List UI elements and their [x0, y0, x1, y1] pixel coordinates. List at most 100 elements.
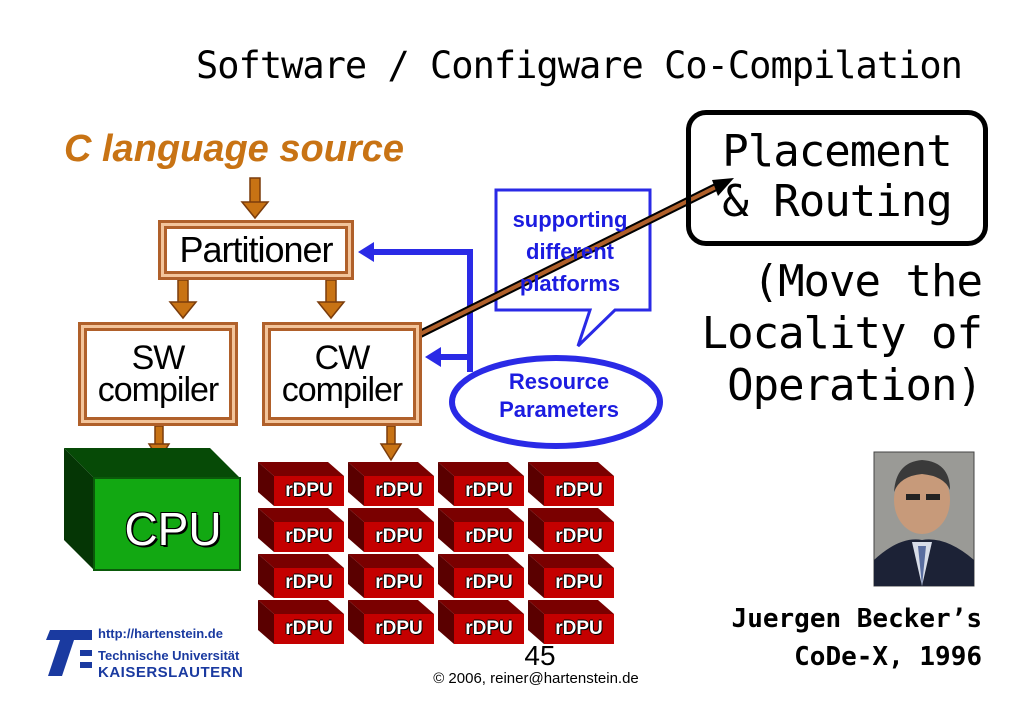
- rdpu-cell-label: rDPU: [555, 572, 603, 593]
- resource-parameters-text: Resource Parameters: [454, 368, 664, 424]
- slide-title: Software / Configware Co-Compilation: [196, 44, 963, 87]
- rdpu-cell-top: [258, 462, 344, 476]
- rdpu-cell-front: [364, 568, 434, 598]
- resource-parameters-ellipse: [449, 355, 663, 449]
- university-name-line2: KAISERSLAUTERN: [98, 664, 244, 681]
- rdpu-cell-front: [364, 522, 434, 552]
- move-locality-text: (Move the Locality of Operation): [696, 256, 983, 412]
- partitioner-box: Partitioner: [158, 220, 354, 280]
- rdpu-cell-label: rDPU: [555, 618, 603, 639]
- callout-line3: platforms: [519, 271, 621, 296]
- rdpu-cell-front: [454, 476, 524, 506]
- cw-compiler-line2: compiler: [281, 371, 403, 409]
- rdpu-cell-label: rDPU: [285, 526, 333, 547]
- attribution: Juergen Becker’s CoDe-X, 1996: [690, 600, 982, 676]
- rdpu-cell-front: [274, 476, 344, 506]
- rdpu-cell-front: [274, 522, 344, 552]
- rdpu-cell-label: rDPU: [465, 526, 513, 547]
- rdpu-cell-label: rDPU: [465, 480, 513, 501]
- partitioner-label: Partitioner: [179, 228, 333, 270]
- rdpu-cell-top: [438, 462, 524, 476]
- callout-line2: different: [526, 239, 614, 264]
- placement-routing-box: Placement & Routing: [686, 110, 988, 246]
- rdpu-cell-top: [438, 508, 524, 522]
- rdpu-cell-side: [438, 508, 454, 552]
- rdpu-cell-label: rDPU: [375, 480, 423, 501]
- university-logo-icon: [46, 630, 92, 676]
- callout-text: supporting different platforms: [496, 204, 644, 300]
- university-name-line1: Technische Universität: [98, 648, 240, 663]
- rdpu-cell-label: rDPU: [465, 572, 513, 593]
- rdpu-cell-top: [528, 462, 614, 476]
- rdpu-cell-side: [438, 600, 454, 644]
- rdpu-cell-side: [258, 600, 274, 644]
- rdpu-cell-label: rDPU: [375, 618, 423, 639]
- rdpu-cell-front: [274, 614, 344, 644]
- resource-line2: Parameters: [499, 397, 619, 422]
- move-line3: Operation): [727, 360, 983, 411]
- flow-arrows: [147, 177, 403, 462]
- placement-line2: & Routing: [722, 176, 952, 227]
- portrait-photo: [873, 451, 975, 587]
- rdpu-cell-top: [348, 554, 434, 568]
- attribution-line2: CoDe-X, 1996: [794, 642, 982, 672]
- rdpu-cell-label: rDPU: [465, 618, 513, 639]
- rdpu-cell-label: rDPU: [285, 572, 333, 593]
- rdpu-cell-top: [438, 554, 524, 568]
- placement-line1: Placement: [722, 126, 952, 177]
- rdpu-cell-side: [258, 554, 274, 598]
- rdpu-cell-side: [258, 508, 274, 552]
- rdpu-cell-side: [528, 600, 544, 644]
- rdpu-cell-side: [348, 600, 364, 644]
- cw-compiler-box: CW compiler: [262, 322, 422, 426]
- callout-line1: supporting: [512, 207, 628, 232]
- footer-url[interactable]: http://hartenstein.de: [98, 626, 223, 641]
- rdpu-cell-label: rDPU: [375, 526, 423, 547]
- cpu-block: [64, 448, 241, 571]
- rdpu-cell-front: [364, 614, 434, 644]
- rdpu-cell-side: [528, 462, 544, 506]
- rdpu-cell-front: [274, 568, 344, 598]
- rdpu-cell-side: [258, 462, 274, 506]
- rdpu-cell-front: [454, 522, 524, 552]
- resource-line1: Resource: [508, 369, 610, 394]
- rdpu-cell-label: rDPU: [375, 572, 423, 593]
- rdpu-cell-side: [348, 462, 364, 506]
- rdpu-cell-side: [438, 554, 454, 598]
- rdpu-cell-label: rDPU: [555, 480, 603, 501]
- rdpu-cell-front: [454, 568, 524, 598]
- attribution-line1: Juergen Becker’s: [731, 604, 982, 634]
- callout-bubble: [494, 188, 652, 348]
- rdpu-cell-front: [544, 568, 614, 598]
- rdpu-array: [258, 462, 614, 644]
- rdpu-cell-top: [258, 600, 344, 614]
- sw-compiler-box: SW compiler: [78, 322, 238, 426]
- rdpu-cell-top: [258, 508, 344, 522]
- rdpu-cell-top: [348, 508, 434, 522]
- resource-connector-partitioner: [372, 249, 473, 372]
- rdpu-cell-front: [454, 614, 524, 644]
- rdpu-cell-top: [528, 508, 614, 522]
- page-number: 45: [524, 640, 556, 671]
- rdpu-cell-top: [438, 600, 524, 614]
- rdpu-cell-label: rDPU: [285, 618, 333, 639]
- rdpu-cell-label: rDPU: [285, 480, 333, 501]
- rdpu-cell-front: [544, 522, 614, 552]
- rdpu-cell-side: [348, 554, 364, 598]
- rdpu-cell-top: [528, 600, 614, 614]
- rdpu-cell-top: [348, 600, 434, 614]
- rdpu-cell-side: [528, 554, 544, 598]
- sw-compiler-line1: SW: [131, 338, 186, 377]
- cw-compiler-line1: CW: [314, 338, 371, 377]
- rdpu-cell-front: [544, 476, 614, 506]
- copyright: © 2006, reiner@hartenstein.de: [433, 670, 639, 687]
- rdpu-cell-label: rDPU: [555, 526, 603, 547]
- move-line1: (Move the: [752, 256, 983, 307]
- rdpu-cell-top: [258, 554, 344, 568]
- rdpu-cell-side: [438, 462, 454, 506]
- rdpu-cell-top: [528, 554, 614, 568]
- rdpu-cell-top: [348, 462, 434, 476]
- source-label: C language source: [64, 128, 404, 170]
- rdpu-cell-front: [544, 614, 614, 644]
